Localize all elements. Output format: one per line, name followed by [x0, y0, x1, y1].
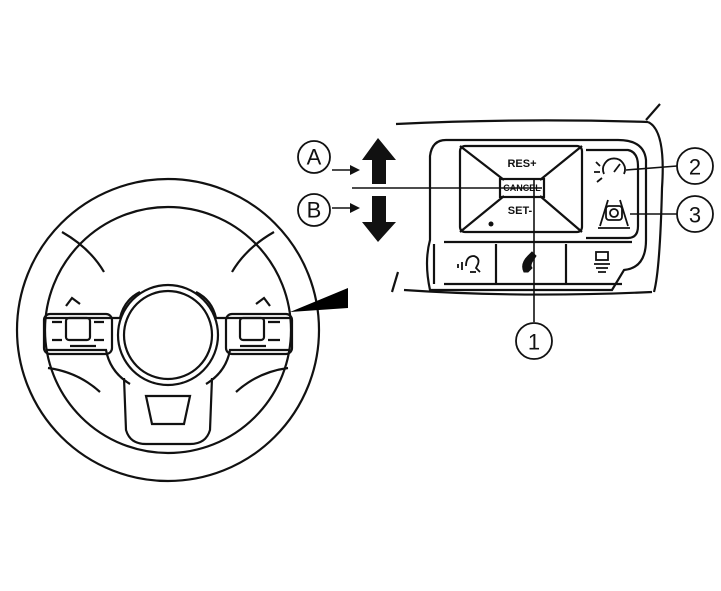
- callout-b-label: B: [307, 198, 322, 223]
- wheel-rim-grip-top-left: [61, 231, 105, 273]
- set-minus-label: SET-: [508, 205, 533, 217]
- housing-bottom-line: [403, 288, 653, 296]
- indicator-dot: [488, 221, 494, 227]
- cruise-switch-diagonals: [459, 145, 583, 233]
- steering-wheel: [15, 177, 321, 483]
- callout-1-label: 1: [528, 330, 540, 355]
- voice-recognition-icon: [457, 255, 481, 273]
- callout-b-circle: [297, 193, 331, 227]
- wheel-rim-grip-bottom-right: [235, 366, 289, 393]
- wheel-spoke-bottom-inner: [144, 394, 192, 426]
- housing-top-tick: [645, 103, 661, 121]
- callout-a-circle: [297, 140, 331, 174]
- callout-2-circle: [676, 147, 714, 185]
- switch-bezel: [425, 138, 648, 292]
- callout-a-arrowhead: [350, 165, 360, 175]
- intelligent-cruise-control-icon: [598, 199, 630, 229]
- wheel-right-switch-details: [240, 320, 280, 348]
- wheel-left-switch-details: [52, 320, 104, 348]
- wheel-left-switch-pod: [42, 312, 114, 356]
- callout-3-circle: [676, 195, 714, 233]
- callout-2-leader: [625, 165, 678, 171]
- wheel-right-paddle: [255, 296, 271, 307]
- wheel-left-paddle: [65, 296, 81, 307]
- wheel-hub-inner: [122, 289, 214, 381]
- wheel-left-switch-pad: [64, 316, 92, 342]
- cruise-control-icon: [594, 157, 626, 183]
- arrow-down-bold: [362, 196, 396, 242]
- zoom-pointer: [290, 288, 348, 312]
- wheel-rim-grip-top-right: [231, 231, 275, 273]
- housing-left-tick: [390, 271, 400, 293]
- wheel-right-switch-pad: [238, 316, 266, 342]
- arrow-up-bold: [362, 138, 396, 184]
- wheel-outer-rim: [15, 177, 321, 483]
- wheel-inner-rim: [43, 205, 293, 455]
- callout-3-label: 3: [689, 203, 701, 228]
- callout-a-label: A: [307, 145, 322, 170]
- switch-panel-closeup: [390, 103, 664, 296]
- housing-top-line: [395, 119, 649, 126]
- housing-right-edge: [647, 120, 664, 293]
- wheel-rim-grip-bottom-left: [47, 366, 101, 393]
- wheel-hub-outer: [116, 283, 220, 387]
- callout-b-arrowhead: [350, 203, 360, 213]
- res-plus-label: RES+: [507, 158, 536, 170]
- wheel-spoke-bottom: [122, 377, 214, 446]
- callout-2-label: 2: [689, 155, 701, 180]
- switch-bezel-right-panel: [586, 148, 640, 240]
- wheel-right-switch-pod: [224, 312, 294, 356]
- display-toggle-icon: [594, 251, 610, 273]
- callout-1-circle: [515, 322, 553, 360]
- cruise-switch-frame: [458, 144, 584, 234]
